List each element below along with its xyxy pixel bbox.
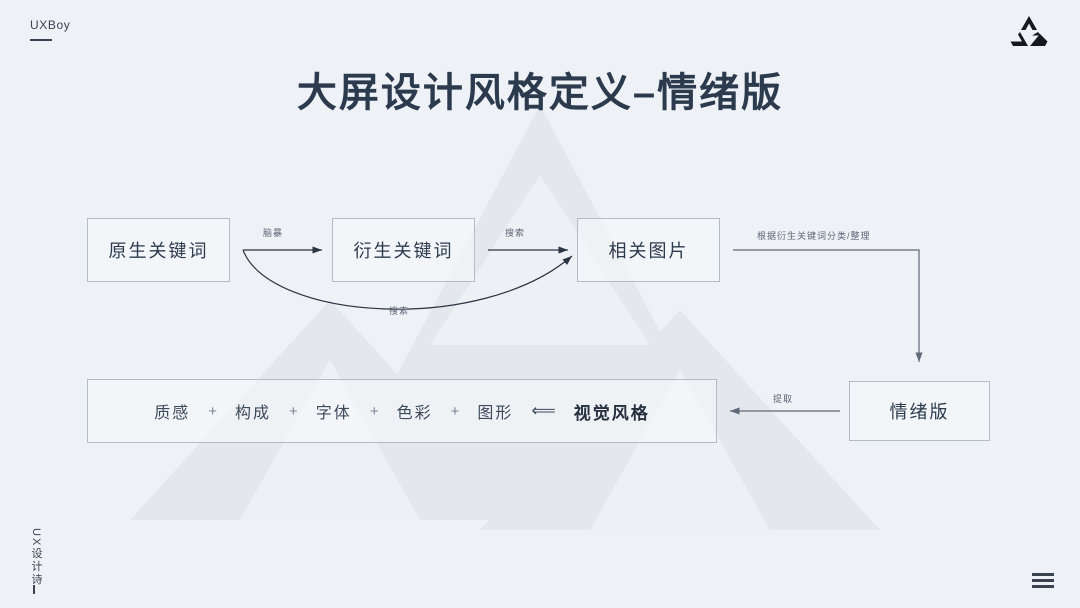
element-term-texture: 质感 — [154, 405, 191, 422]
node-related-images[interactable]: 相关图片 — [577, 218, 720, 282]
page-title: 大屏设计风格定义–情绪版 — [296, 71, 784, 115]
element-term-typeface: 字体 — [315, 405, 352, 422]
element-term-composition: 构成 — [235, 405, 272, 422]
hamburger-menu-icon[interactable] — [1032, 573, 1054, 588]
edge-label-brainstorm: 脑暴 — [263, 228, 284, 238]
footer-vertical-text: UX设计诗 — [30, 527, 42, 586]
triangle-triskelion-icon — [1010, 16, 1048, 46]
edge-label-extract: 提取 — [773, 394, 794, 404]
node-derived-keywords[interactable]: 衍生关键词 — [332, 218, 475, 282]
edge-label-classify: 根据衍生关键词分类/整理 — [757, 231, 871, 241]
element-term-graphics: 图形 — [477, 405, 514, 422]
menu-bar — [1032, 573, 1054, 576]
brand-block: UXBoy — [30, 18, 150, 41]
element-result-visual-style: 视觉风格 — [573, 403, 650, 423]
node-label: 情绪版 — [889, 402, 950, 422]
element-separator: + — [369, 402, 379, 420]
node-native-keywords[interactable]: 原生关键词 — [87, 218, 230, 282]
element-separator: + — [289, 402, 298, 420]
edge-label-search-derived-to-images: 搜索 — [505, 228, 526, 238]
brand-name: UXBoy — [30, 18, 71, 32]
node-mood-board[interactable]: 情绪版 — [849, 381, 990, 441]
footer-underline — [33, 585, 35, 594]
menu-bar — [1032, 585, 1054, 588]
node-label: 相关图片 — [608, 241, 689, 261]
element-separator: + — [208, 402, 218, 420]
edge-label-search-native-to-images: 搜索 — [389, 306, 410, 316]
node-label: 衍生关键词 — [353, 241, 454, 261]
node-visual-elements-box[interactable]: 质感 + 构成 + 字体 + 色彩 + 图形 ⟸ 视觉风格 — [87, 379, 717, 443]
element-separator: + — [450, 402, 460, 420]
element-term-color: 色彩 — [396, 405, 433, 422]
menu-bar — [1032, 579, 1054, 582]
left-double-arrow-icon: ⟸ — [531, 401, 556, 420]
node-label: 原生关键词 — [108, 241, 209, 261]
brand-underline — [30, 39, 52, 41]
